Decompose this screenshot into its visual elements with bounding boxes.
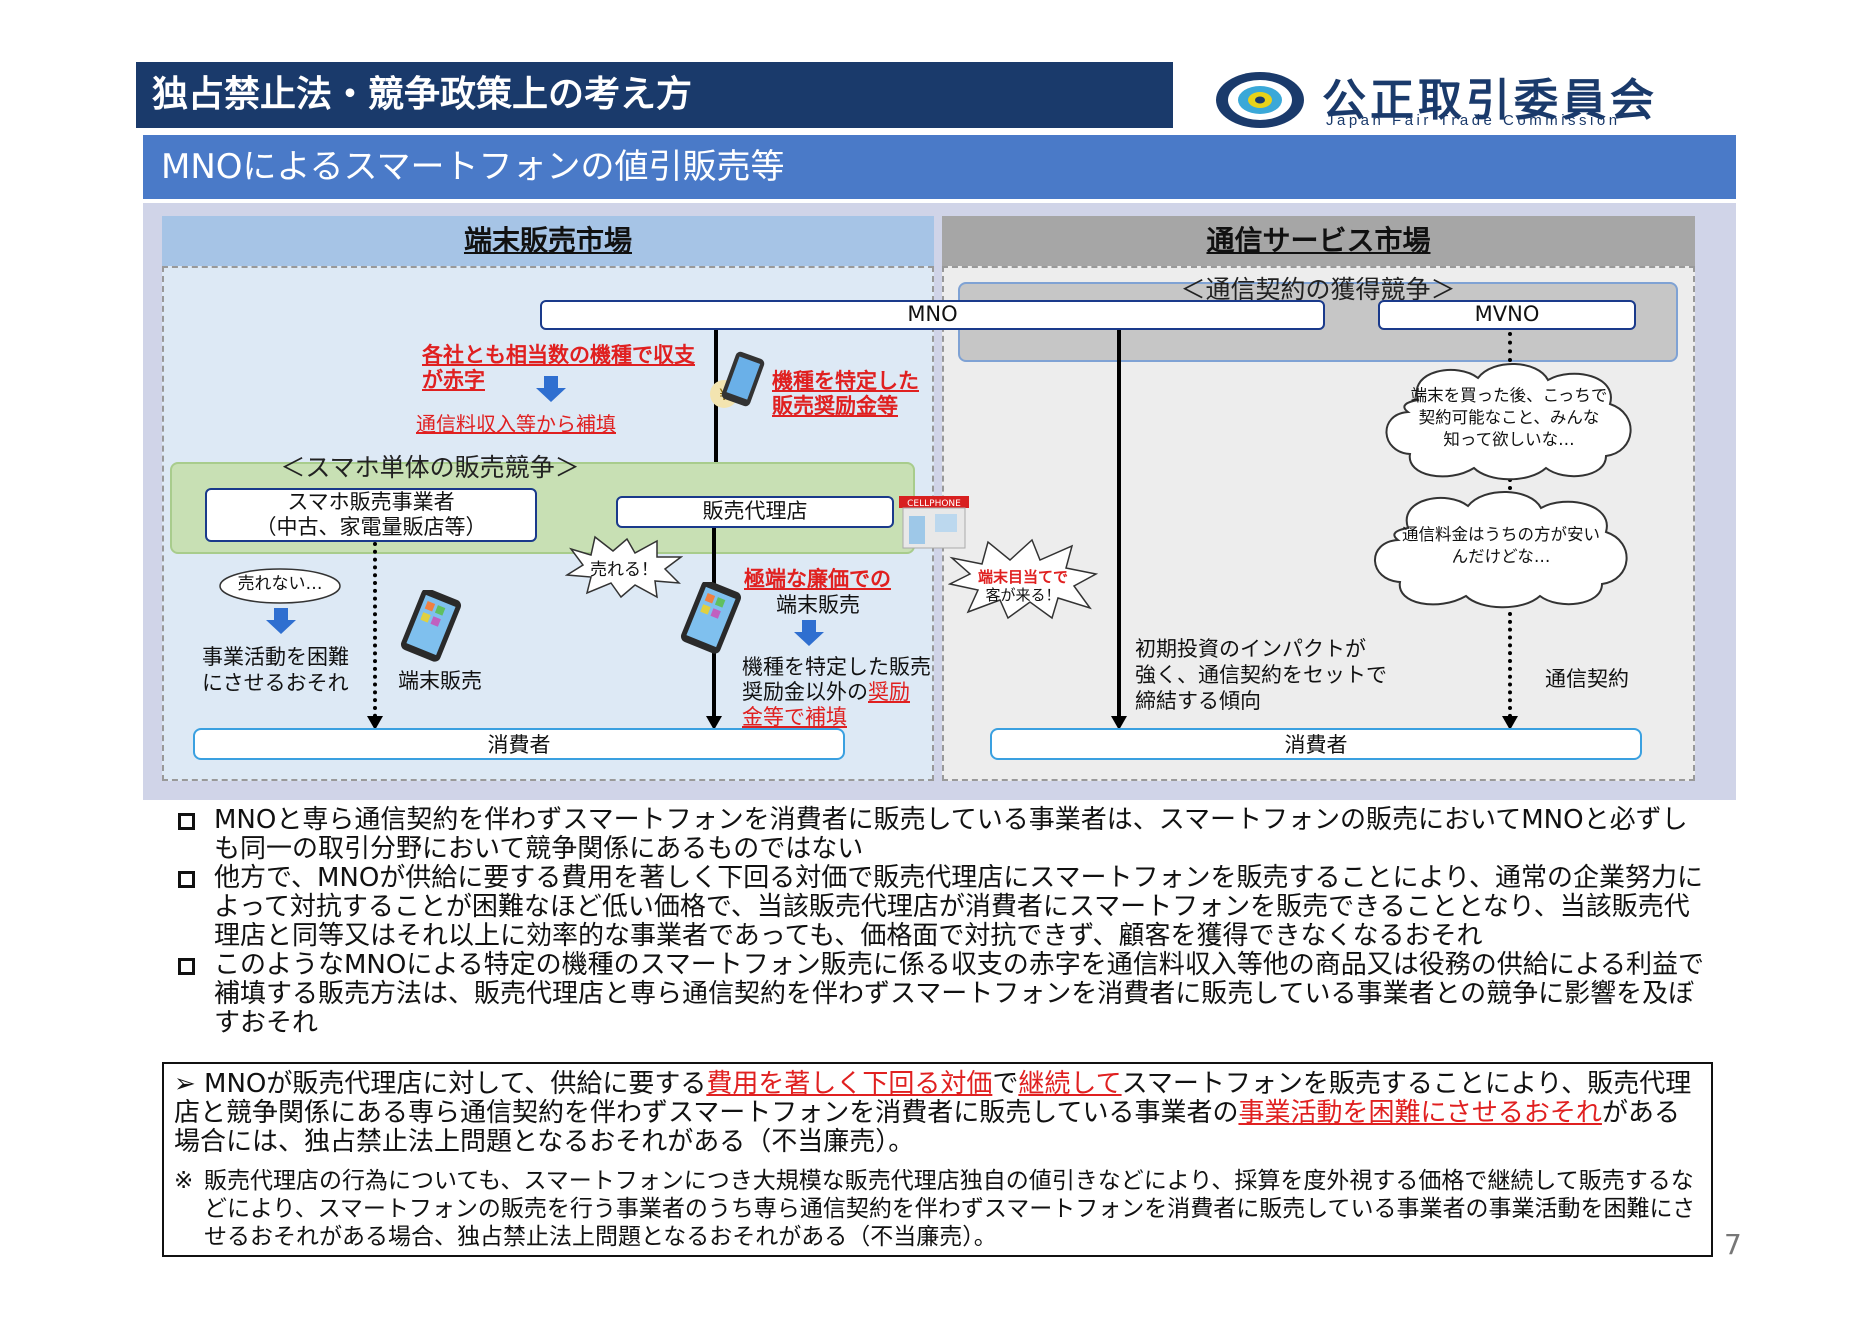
conclusion-part3: スマートフォンを販売することにより、販売代理店と競争関係にある専ら通信契約を伴わ… bbox=[174, 1069, 1692, 1128]
subsidy-line2-red: 奨励 bbox=[868, 680, 910, 704]
customers-line1: 端末目当てで bbox=[977, 568, 1068, 586]
compensate-text: 通信料収入等から補填 bbox=[416, 412, 616, 436]
section-header: 独占禁止法・競争政策上の考え方 bbox=[136, 62, 1173, 128]
arrow-head bbox=[706, 716, 722, 730]
smartphone-icon bbox=[680, 582, 742, 654]
mvno-thought-cloud-2 bbox=[1374, 491, 1628, 609]
mvno-dotted-line-top bbox=[1508, 332, 1512, 362]
agency-box: 販売代理店 bbox=[616, 496, 894, 528]
impact-line1: 初期投資のインパクトが bbox=[1135, 637, 1366, 661]
bullet-text: 他方で、MNOが供給に要する費用を著しく下回る対価で販売代理店にスマートフォンを… bbox=[214, 863, 1703, 951]
arrow-head bbox=[1111, 716, 1127, 730]
bullet-text: このようなMNOによる特定の機種のスマートフォン販売に係る収支の赤字を通信料収入… bbox=[214, 950, 1705, 1038]
phone-money-icon: ¥ bbox=[710, 351, 765, 408]
mno-box: MNO bbox=[540, 300, 1325, 330]
mvno-cloud-1-line3: 知って欲しいな… bbox=[1443, 430, 1575, 449]
bullet-list: MNOと専ら通信契約を伴わずスマートフォンを消費者に販売している事業者は、スマー… bbox=[178, 806, 1708, 1038]
sold-text: 売れる！ bbox=[590, 560, 658, 580]
bullet-text: MNOと専ら通信契約を伴わずスマートフォンを消費者に販売している事業者は、スマー… bbox=[214, 805, 1688, 864]
impact-line2: 強く、通信契約をセットで bbox=[1135, 663, 1387, 687]
subsidy-line1: 機種を特定した販売 bbox=[742, 655, 931, 679]
mvno-cloud-2-line2: んだけどな… bbox=[1451, 547, 1551, 566]
unsold-text: 売れない… bbox=[237, 574, 323, 594]
bullet-item: このようなMNOによる特定の機種のスマートフォン販売に係る収支の赤字を通信料収入… bbox=[178, 951, 1708, 1038]
difficult-line2: にさせるおそれ bbox=[202, 671, 349, 695]
seller-examples: （中古、家電量販店等） bbox=[255, 515, 487, 539]
subsidy-line3: 金等で補填 bbox=[742, 705, 847, 729]
mvno-cloud-1-line2: 契約可能なこと、みんな bbox=[1418, 408, 1600, 427]
seller-consumer-dotted-line bbox=[373, 542, 377, 718]
conclusion-red1: 費用を著しく下回る対価 bbox=[706, 1069, 993, 1099]
difficult-line1: 事業活動を困難 bbox=[202, 645, 349, 669]
conclusion-part2: で bbox=[992, 1069, 1019, 1099]
consumer-box-right: 消費者 bbox=[990, 728, 1642, 760]
square-bullet-icon bbox=[178, 871, 195, 888]
contract-label: 通信契約 bbox=[1545, 667, 1629, 691]
smartphone-icon bbox=[400, 590, 462, 662]
consumer-box-left: 消費者 bbox=[193, 728, 845, 760]
conclusion-part1: ➢ MNOが販売代理店に対して、供給に要する bbox=[174, 1069, 707, 1099]
down-arrow-icon bbox=[794, 620, 824, 646]
unsold-speech-cloud bbox=[219, 568, 341, 604]
down-arrow-icon bbox=[266, 608, 296, 634]
logo-title: 公正取引委員会 bbox=[1322, 75, 1658, 126]
arrow-head bbox=[367, 716, 383, 730]
low-price-line2: 端末販売 bbox=[776, 593, 860, 617]
logo-subtitle: Japan Fair Trade Commission bbox=[1326, 112, 1621, 129]
service-market-header: 通信サービス市場 bbox=[942, 216, 1695, 266]
customers-burst bbox=[948, 538, 1098, 620]
conclusion-box: ➢ MNOが販売代理店に対して、供給に要する費用を著しく下回る対価で継続してスマ… bbox=[162, 1062, 1713, 1257]
mvno-thought-cloud-1 bbox=[1385, 363, 1632, 481]
conclusion-red3: 事業活動を困難にさせるおそれ bbox=[1238, 1098, 1602, 1128]
device-market-header: 端末販売市場 bbox=[162, 216, 934, 266]
bullet-item: 他方で、MNOが供給に要する費用を著しく下回る対価で販売代理店にスマートフォンを… bbox=[178, 864, 1708, 951]
sold-burst bbox=[565, 535, 683, 599]
conclusion-part4: がある場合には、独占禁止法上問題となるおそれがある（不当廉売）。 bbox=[174, 1098, 1680, 1157]
jftc-emblem-icon bbox=[1216, 72, 1304, 128]
down-arrow-icon bbox=[536, 376, 566, 402]
low-price-line1: 極端な廉価での bbox=[744, 567, 891, 591]
mvno-dotted-line-mid bbox=[1508, 478, 1512, 490]
mvno-dotted-line-bottom bbox=[1508, 612, 1512, 718]
note-text: 販売代理店の行為についても、スマートフォンにつき大規模な販売代理店独自の値引きな… bbox=[204, 1168, 1696, 1250]
mvno-box: MVNO bbox=[1378, 300, 1636, 330]
mvno-cloud-1-line1: 端末を買った後、こっちで bbox=[1410, 386, 1608, 405]
mvno-cloud-2-line1: 通信料金はうちの方が安い bbox=[1402, 525, 1600, 544]
mno-consumer-line bbox=[1117, 330, 1121, 718]
loss-text-line2: が赤字 bbox=[422, 368, 485, 392]
incentive-line2: 販売奨励金等 bbox=[772, 394, 898, 418]
impact-line3: 締結する傾向 bbox=[1135, 689, 1261, 713]
conclusion-red2: 継続して bbox=[1018, 1069, 1122, 1099]
note-mark: ※ bbox=[174, 1168, 194, 1194]
phone-competition-title: ＜スマホ単体の販売競争＞ bbox=[280, 453, 580, 482]
seller-name: スマホ販売事業者 bbox=[287, 489, 455, 514]
square-bullet-icon bbox=[178, 813, 195, 830]
contract-competition-title: ＜通信契約の獲得競争＞ bbox=[1180, 275, 1456, 304]
square-bullet-icon bbox=[178, 958, 195, 975]
shop-sign-text: CELLPHONE bbox=[907, 499, 961, 509]
cellphone-shop-icon: CELLPHONE bbox=[899, 496, 969, 549]
conclusion-text: ➢ MNOが販売代理店に対して、供給に要する費用を著しく下回る対価で継続してスマ… bbox=[174, 1070, 1701, 1157]
device-sales-label: 端末販売 bbox=[398, 669, 482, 693]
arrow-head bbox=[1502, 716, 1518, 730]
jftc-logo: 公正取引委員会 Japan Fair Trade Commission bbox=[1210, 62, 1730, 132]
incentive-line1: 機種を特定した bbox=[772, 369, 919, 393]
customers-line2: 客が来る！ bbox=[985, 586, 1061, 604]
slide-title: MNOによるスマートフォンの値引販売等 bbox=[143, 135, 1736, 199]
conclusion-note: ※ 販売代理店の行為についても、スマートフォンにつき大規模な販売代理店独自の値引き… bbox=[174, 1167, 1701, 1251]
smartphone-seller-box: スマホ販売事業者 （中古、家電量販店等） bbox=[205, 488, 537, 542]
subsidy-line2: 奨励金以外の奨励 bbox=[742, 679, 910, 705]
bullet-item: MNOと専ら通信契約を伴わずスマートフォンを消費者に販売している事業者は、スマー… bbox=[178, 806, 1708, 864]
page-number: 7 bbox=[1724, 1228, 1742, 1261]
subsidy-line2-plain: 奨励金以外の bbox=[742, 680, 868, 704]
loss-text-line1: 各社とも相当数の機種で収支 bbox=[422, 343, 695, 367]
